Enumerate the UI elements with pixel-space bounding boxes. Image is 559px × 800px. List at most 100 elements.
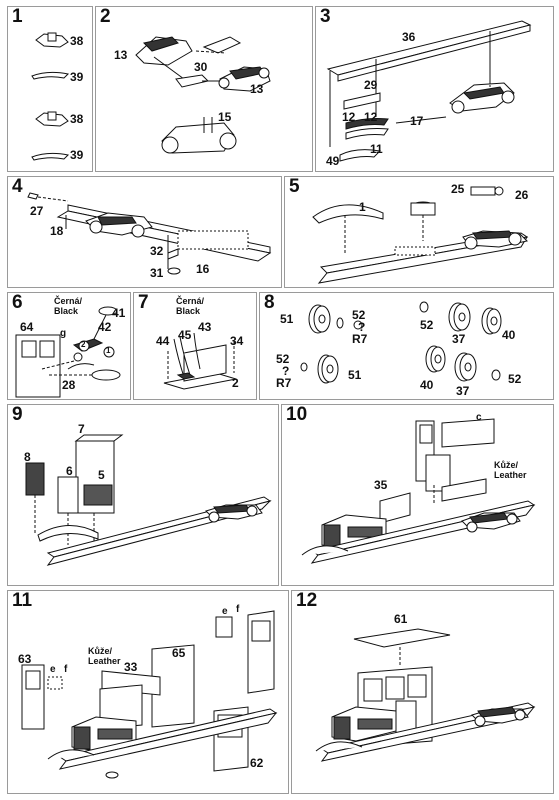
part-label: 39 — [70, 148, 84, 162]
step-number: 5 — [289, 176, 300, 197]
part-label: 43 — [198, 320, 212, 334]
part-label: 51 — [280, 312, 294, 326]
part-label: 42 — [98, 320, 112, 334]
leaf-spring-part — [31, 71, 70, 80]
part-label: 65 — [172, 646, 186, 660]
part-label: 2 — [232, 376, 239, 390]
material-note: Kůže/Leather — [494, 460, 527, 480]
part-label: 38 — [70, 112, 84, 126]
mark-f: f — [236, 604, 240, 615]
part-label: 37 — [456, 384, 470, 398]
part-label: R7 — [352, 332, 368, 346]
part-label: 1 — [359, 200, 366, 214]
part-label: 62 — [250, 756, 264, 770]
part-label: 64 — [20, 320, 34, 334]
step-number: 3 — [320, 6, 331, 27]
part-label: 17 — [410, 114, 424, 128]
part-label: 37 — [452, 332, 466, 346]
question-mark: ? — [358, 320, 366, 334]
step-9-panel: 9 7 8 6 5 — [7, 404, 279, 586]
part-label: 40 — [502, 328, 516, 342]
wheel-assembly — [419, 301, 502, 335]
small-panel — [215, 616, 233, 638]
part-label: 34 — [230, 334, 244, 348]
mark-e: e — [222, 606, 228, 617]
step-number: 1 — [12, 6, 23, 27]
step-1-panel: 1 38 39 38 39 — [7, 6, 93, 172]
step-7-drawing — [163, 332, 237, 390]
wheel-assembly — [308, 304, 363, 334]
mark-circled-1: 1 — [106, 346, 111, 355]
part-label: 13 — [114, 48, 128, 62]
part-label: 13 — [250, 82, 264, 96]
question-mark: ? — [282, 364, 290, 378]
step-5-panel: 5 1 25 26 — [284, 176, 554, 288]
crossmember-part — [343, 92, 381, 110]
part-label: 33 — [124, 660, 138, 674]
part-label: 26 — [515, 188, 529, 202]
step-4-panel: 4 27 18 32 31 16 — [7, 176, 282, 288]
mark-f: f — [64, 664, 68, 675]
material-note: Kůže/Leather — [88, 646, 121, 666]
leaf-spring-part — [31, 152, 70, 161]
part-label: 5 — [98, 468, 105, 482]
mark-g: g — [60, 328, 67, 339]
part-label: 29 — [364, 78, 378, 92]
step-3-panel: 3 36 29 12 12 17 11 49 — [315, 6, 554, 172]
step-8-panel: 8 51 52 ? R7 52 3 — [259, 292, 554, 400]
part-label: 18 — [50, 224, 64, 238]
step-10-panel: 10 c Kůže/Leather 35 — [281, 404, 554, 586]
part-label: 8 — [24, 450, 31, 464]
step-10-drawing — [301, 418, 536, 564]
part-label: 7 — [78, 422, 85, 436]
spring-part — [202, 36, 242, 54]
color-note: Černá/Black — [176, 296, 205, 316]
color-note: Černá/Black — [54, 296, 83, 316]
fender-part — [312, 204, 384, 224]
step-11-drawing — [21, 610, 278, 779]
wheel-assembly — [300, 354, 339, 384]
part-label: 44 — [156, 334, 170, 348]
step-number: 9 — [12, 404, 23, 425]
part-label: R7 — [276, 376, 292, 390]
step-number: 10 — [286, 404, 308, 425]
part-label: 36 — [402, 30, 416, 44]
wheel-assembly — [425, 345, 501, 382]
step-number: 8 — [264, 292, 275, 313]
part-label: 52 — [420, 318, 434, 332]
mark-circled-2: 2 — [81, 340, 86, 349]
part-label: 30 — [194, 60, 208, 74]
step-7-panel: 7 Černá/Black 44 45 43 34 2 — [133, 292, 257, 400]
steering-wheel — [98, 306, 118, 316]
step-number: 11 — [12, 590, 33, 611]
part-label: 12 — [364, 110, 378, 124]
part-label: 52 — [508, 372, 522, 386]
roof-panel — [353, 628, 451, 648]
windscreen-part — [441, 418, 495, 448]
steering-wheel — [91, 369, 121, 381]
part-label: 12 — [342, 110, 356, 124]
part-label: 49 — [326, 154, 340, 168]
step-6-drawing — [15, 306, 121, 398]
part-label: 6 — [66, 464, 73, 478]
mark-e: e — [50, 664, 56, 675]
part-label: 63 — [18, 652, 32, 666]
part-label: 25 — [451, 182, 465, 196]
part-label: 11 — [370, 142, 383, 156]
step-12-drawing — [315, 628, 536, 762]
step-2-panel: 2 13 30 13 15 — [95, 6, 313, 172]
part-label: 35 — [374, 478, 388, 492]
part-label: 61 — [394, 612, 408, 626]
part-label: 41 — [112, 306, 126, 320]
seat-back — [379, 492, 411, 524]
radiator-grille — [25, 462, 45, 496]
step-5-drawing — [312, 186, 529, 284]
fender-part — [37, 524, 99, 542]
bracket-tab — [47, 32, 57, 42]
rear-panel — [151, 644, 195, 728]
part-label: 40 — [420, 378, 434, 392]
firewall-panel — [425, 454, 451, 492]
part-label: 52 — [276, 352, 290, 366]
hood-side — [57, 476, 79, 514]
part-label: 27 — [30, 204, 44, 218]
